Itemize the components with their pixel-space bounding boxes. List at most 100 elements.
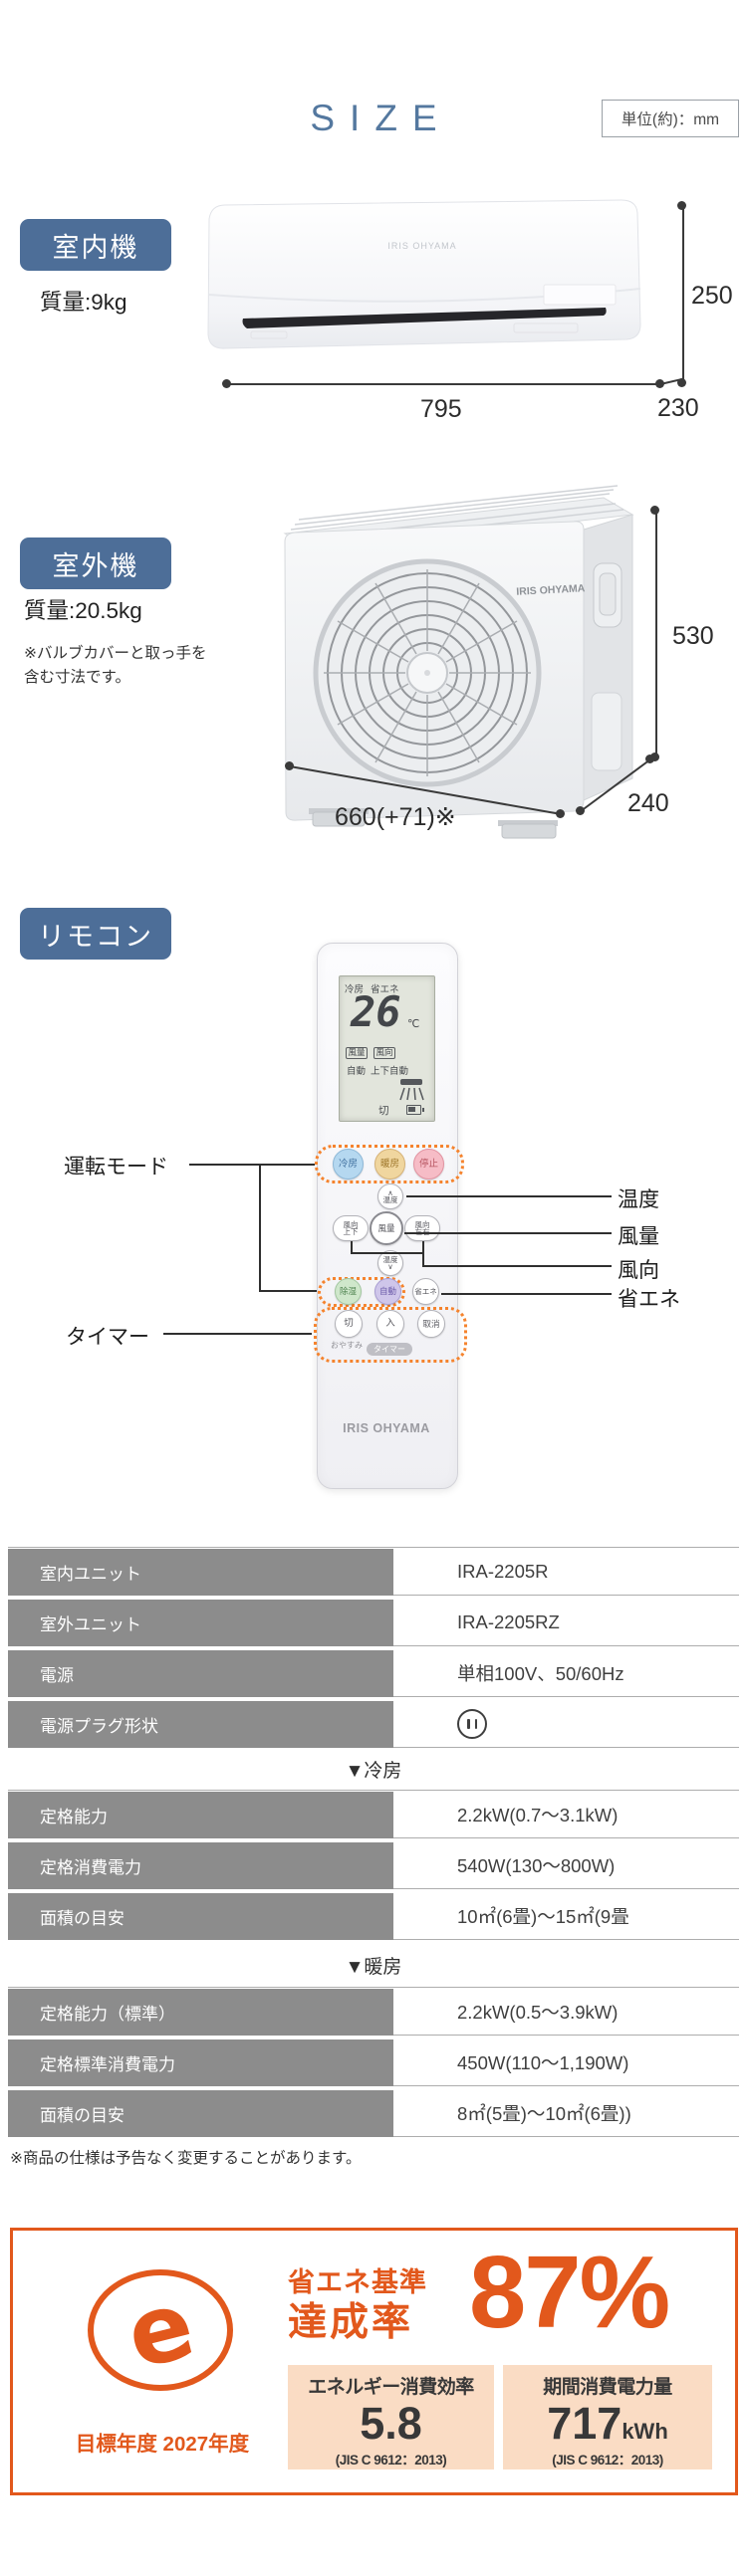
energy-target-year: 目標年度 2027年度 (75, 2433, 250, 2456)
callout-dir: 風向 (618, 1259, 659, 1282)
callout-line (406, 1195, 612, 1197)
lcd-eco: 省エネ (371, 984, 399, 995)
energy-e-mark-icon: e (88, 2269, 233, 2391)
indoor-brand-logo: IRIS OHYAMA (387, 241, 456, 251)
cooling-section-header: ▼冷房 (345, 1761, 402, 1782)
dim-dot (222, 379, 231, 388)
spec-value: 450W(110～1,190W) (393, 2039, 739, 2086)
spec-value: 8㎡(5畳)～10㎡(6畳)) (393, 2090, 739, 2137)
indoor-depth-value: 230 (657, 394, 699, 422)
spec-disclaimer: ※商品の仕様は予告なく変更することがあります。 (10, 2150, 362, 2167)
indoor-height-value: 250 (691, 282, 733, 310)
energy-standard-label: 省エネ基準 (288, 2267, 427, 2297)
lcd-vane-icon (399, 1079, 424, 1101)
table-row: 電源プラグ形状 (8, 1701, 739, 1748)
indoor-unit-image: IRIS OHYAMA (207, 199, 641, 349)
indoor-weight: 質量:9kg (40, 290, 127, 315)
spec-label: 面積の目安 (8, 1893, 393, 1940)
callout-temp: 温度 (618, 1188, 659, 1211)
table-divider (8, 1547, 739, 1548)
spec-value: 2.2kW(0.7～3.1kW) (393, 1792, 739, 1838)
cool-button: 冷房 (333, 1149, 364, 1180)
lcd-fan-tag: 風量 (346, 1047, 369, 1059)
spec-value: IRA-2205RZ (393, 1600, 739, 1646)
timer-on-button: 入 (376, 1310, 404, 1338)
energy-efficiency-card: エネルギー消費効率 5.8 (JIS C 9612：2013) (288, 2365, 494, 2469)
indoor-width-value: 795 (420, 395, 462, 423)
lcd-dir-tag: 風向 (374, 1047, 396, 1059)
callout-mode: 運転モード (64, 1156, 168, 1179)
spec-value (393, 1701, 739, 1748)
table-row: 定格能力（標準） 2.2kW(0.5～3.9kW) (8, 1989, 739, 2036)
lcd-fan-value: 自動 (347, 1066, 367, 1077)
dim-dot (650, 506, 659, 515)
table-row: 定格能力 2.2kW(0.7～3.1kW) (8, 1792, 739, 1838)
page-title: SIZE (310, 98, 452, 138)
energy-consumption-card: 期間消費電力量 717kWh (JIS C 9612：2013) (503, 2365, 712, 2469)
callout-line (259, 1290, 317, 1292)
callout-line (351, 1241, 353, 1253)
lcd-mode: 冷房 (345, 984, 365, 995)
lcd-power-off: 切 (378, 1105, 389, 1117)
spec-label: 室内ユニット (8, 1549, 393, 1596)
temp-up-button: ∧ 温度 (377, 1183, 403, 1209)
outdoor-note-2: 含む寸法です。 (24, 669, 130, 686)
dim-dot (677, 378, 686, 387)
battery-icon (406, 1105, 424, 1115)
outdoor-unit-image: IRIS OHYAMA (283, 485, 634, 839)
callout-line (404, 1232, 612, 1234)
card-standard: (JIS C 9612：2013) (335, 2452, 447, 2468)
table-row: 定格標準消費電力 450W(110～1,190W) (8, 2039, 739, 2086)
energy-label-box: e 目標年度 2027年度 省エネ基準 達成率 87% エネルギー消費効率 5.… (10, 2228, 738, 2495)
table-divider (8, 1790, 739, 1791)
outdoor-fan-grille (313, 558, 542, 787)
outdoor-weight: 質量:20.5kg (24, 598, 142, 623)
table-row: 定格消費電力 540W(130～800W) (8, 1842, 739, 1889)
dir-vertical-button: 風向上下 (333, 1215, 369, 1241)
temp-down-button: 温度 ∨ (377, 1250, 403, 1276)
callout-line (259, 1164, 261, 1291)
timer-off-button: 切 (335, 1310, 363, 1338)
callout-fan: 風量 (618, 1225, 659, 1248)
remote-label: リモコン (20, 908, 171, 960)
callout-line (441, 1293, 612, 1295)
spec-label: 定格標準消費電力 (8, 2039, 393, 2086)
timer-pill: タイマー (367, 1343, 412, 1356)
indoor-width-dim-line (227, 383, 660, 385)
spec-value: IRA-2205R (393, 1549, 739, 1596)
table-row: 面積の目安 8㎡(5畳)～10㎡(6畳)) (8, 2090, 739, 2137)
chevron-up-icon: ∧ (387, 1187, 393, 1197)
fan-button: 風量 (370, 1211, 403, 1245)
unit-note: 単位(約)：mm (602, 100, 739, 137)
spec-value: 540W(130～800W) (393, 1842, 739, 1889)
spec-value: 2.2kW(0.5～3.9kW) (393, 1989, 739, 2036)
dim-dot (645, 754, 654, 763)
dehumidify-button: 除湿 (335, 1278, 362, 1305)
spec-label: 室外ユニット (8, 1600, 393, 1646)
table-row: 電源 単相100V、50/60Hz (8, 1650, 739, 1697)
spec-value: 単相100V、50/60Hz (393, 1650, 739, 1697)
callout-eco: 省エネ (618, 1288, 680, 1311)
table-divider (8, 1987, 739, 1988)
heating-section-header: ▼暖房 (345, 1957, 402, 1978)
dim-dot (285, 761, 294, 770)
sleep-label: おやすみ (331, 1341, 363, 1350)
heat-button: 暖房 (374, 1149, 405, 1180)
table-row: 面積の目安 10㎡(6畳)～15㎡(9畳 (8, 1893, 739, 1940)
lcd-temperature: 26 (351, 987, 401, 1036)
spec-label: 面積の目安 (8, 2090, 393, 2137)
remote-brand-logo: IRIS OHYAMA (343, 1421, 430, 1435)
outdoor-unit-label: 室外機 (20, 537, 171, 589)
energy-achievement-percent: 87% (469, 2235, 670, 2349)
indoor-unit-label: 室内機 (20, 219, 171, 271)
outdoor-height-value: 530 (672, 622, 714, 650)
card-standard: (JIS C 9612：2013) (552, 2452, 663, 2468)
outdoor-height-dim-line (655, 511, 657, 757)
card-title: エネルギー消費効率 (308, 2377, 474, 2398)
card-value: 5.8 (360, 2398, 422, 2449)
stop-button: 停止 (413, 1149, 444, 1180)
spec-label: 定格能力（標準） (8, 1989, 393, 2036)
remote-lcd (339, 975, 435, 1122)
eco-button: 省エネ (412, 1278, 439, 1305)
